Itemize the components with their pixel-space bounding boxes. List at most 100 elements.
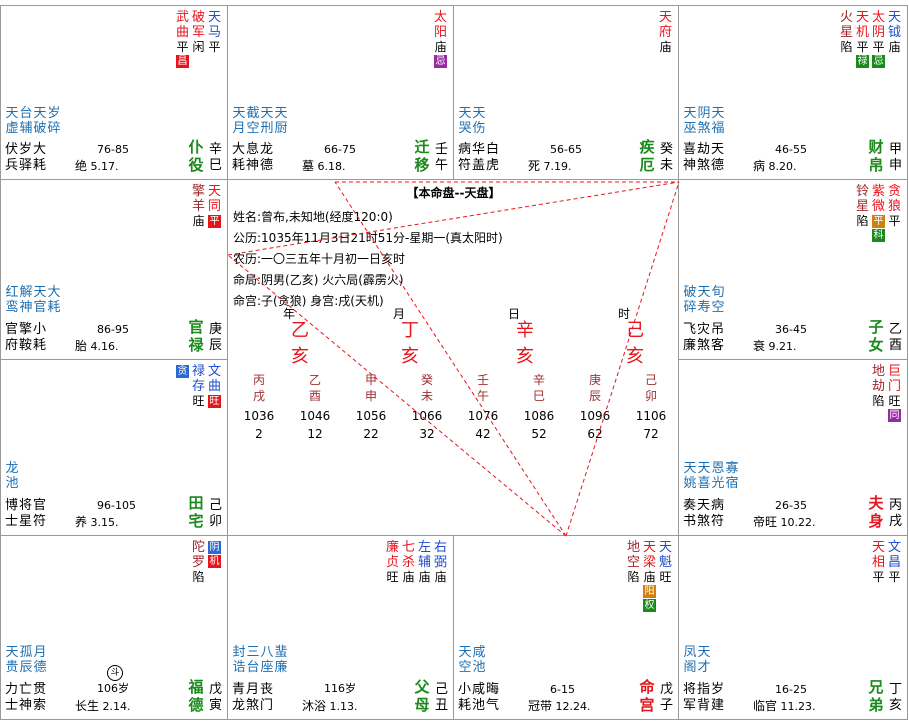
minor-star-char: 空 (246, 121, 260, 136)
palace-name[interactable]: 迁移 (413, 138, 431, 174)
star-name-char: 地 (871, 364, 885, 379)
palace-name[interactable]: 夫身 (867, 494, 885, 530)
god-row: 神煞德 (683, 158, 726, 173)
minor-stars: 天巫阴煞天福 (683, 106, 725, 136)
star-name-char: 相 (871, 555, 885, 570)
minor-star-column: 龙池 (5, 461, 19, 491)
gods-list: 奏天病书煞符 (683, 498, 725, 530)
star-name-char: 弼 (433, 555, 447, 570)
minor-stars: 龙池 (5, 461, 19, 491)
palace-name[interactable]: 命宫 (638, 678, 656, 714)
palace-name[interactable]: 父母 (413, 678, 431, 714)
minor-star-column: 八座 (260, 645, 274, 675)
minor-star-char: 才 (697, 660, 711, 675)
minor-star-char: 阁 (683, 660, 697, 675)
main-stars: 巨门旺同地劫陷 (871, 364, 902, 422)
minor-star-char: 寿 (697, 300, 711, 315)
minor-stars: 天哭天伤 (458, 106, 486, 136)
star-name-char: 天 (642, 540, 656, 555)
star-name-char: 左 (417, 540, 431, 555)
age-range: 56-65 (550, 143, 582, 156)
palace-ganzhi: 甲申 (888, 142, 903, 174)
star-column: 天相平 (871, 540, 886, 584)
god-row: 耗池气 (458, 698, 501, 713)
star-brightness: 陷 (872, 394, 885, 408)
star-column: 紫微平科 (871, 184, 886, 242)
luck-char: 乙 (308, 373, 321, 387)
main-stars: 阴机陀罗陷 (191, 540, 222, 584)
minor-star-column: 岁碎 (47, 106, 61, 136)
ganzhi-char: 丑 (434, 698, 448, 713)
luck-pillar: 丙戌 (244, 372, 274, 404)
minor-star-char: 空 (711, 300, 725, 315)
star-brightness: 庙 (192, 214, 205, 228)
palace-name[interactable]: 仆役 (187, 138, 205, 174)
minor-star-char: 阴 (697, 106, 711, 121)
palace-name-char: 疾 (639, 138, 655, 156)
palace-name-char: 移 (414, 156, 430, 174)
palace-name[interactable]: 疾厄 (638, 138, 656, 174)
palace-ganzhi: 壬午 (434, 142, 449, 174)
palace-name[interactable]: 田宅 (187, 494, 205, 530)
star-brightness: 陷 (192, 570, 205, 584)
star-brightness: 旺 (192, 394, 205, 408)
palace-name[interactable]: 福德 (187, 678, 205, 714)
palace-name[interactable]: 子女 (867, 318, 885, 354)
minor-star-char: 空 (458, 660, 472, 675)
main-stars: 文昌平天相平 (871, 540, 902, 584)
luck-char: 未 (420, 389, 433, 403)
palace-name[interactable]: 兄弟 (867, 678, 885, 714)
changsheng-date: 帝旺 10.22. (753, 513, 816, 530)
star-name-char: 太 (433, 10, 447, 25)
changsheng-date: 冠带 12.24. (528, 697, 591, 714)
palace-name[interactable]: 财帛 (867, 138, 885, 174)
age-range: 106岁 (97, 682, 129, 695)
gods-list: 大息龙耗神德 (232, 142, 274, 174)
ganzhi-char: 未 (659, 158, 673, 173)
luck-char: 丙 (252, 373, 265, 387)
star-brightness: 平 (872, 570, 885, 584)
minor-star-column: 天官 (33, 285, 47, 315)
ganzhi-char: 己 (434, 682, 448, 697)
minor-star-char: 龙 (5, 461, 19, 476)
god-row: 府鞍耗 (5, 338, 48, 353)
god-row: 士星符 (5, 514, 48, 529)
minor-stars: 天贵孤辰月德 (5, 645, 47, 675)
star-name-char: 火 (839, 10, 853, 25)
star-brightness: 庙 (402, 570, 415, 584)
pillar-char: 己 (626, 320, 644, 341)
minor-star-char: 耗 (47, 300, 61, 315)
changsheng-date: 墓 6.18. (302, 157, 346, 174)
minor-star-char: 天 (697, 285, 711, 300)
star-name-char: 七 (401, 540, 415, 555)
minor-star-char: 月 (33, 645, 47, 660)
ganzhi-char: 申 (888, 158, 902, 173)
palace-ganzhi: 乙酉 (888, 322, 903, 354)
luck-char: 甲 (364, 373, 377, 387)
gods-list: 博将官士星符 (5, 498, 47, 530)
star-brightness: 平 (888, 570, 901, 584)
changsheng-date: 临官 11.23. (753, 697, 816, 714)
palace-name-char: 子 (868, 318, 884, 336)
palace-name-char: 财 (868, 138, 884, 156)
gods-list: 官擎小府鞍耗 (5, 322, 47, 354)
date-label: 11.23. (780, 700, 816, 713)
luck-char: 申 (364, 389, 377, 403)
pillar-char: 丁 (401, 320, 419, 341)
minor-stars: 红鸾解神天官大耗 (5, 285, 61, 315)
palace-name[interactable]: 官禄 (187, 318, 205, 354)
star-column: 廉贞旺 (385, 540, 400, 584)
star-column: 阴机 (207, 540, 222, 584)
